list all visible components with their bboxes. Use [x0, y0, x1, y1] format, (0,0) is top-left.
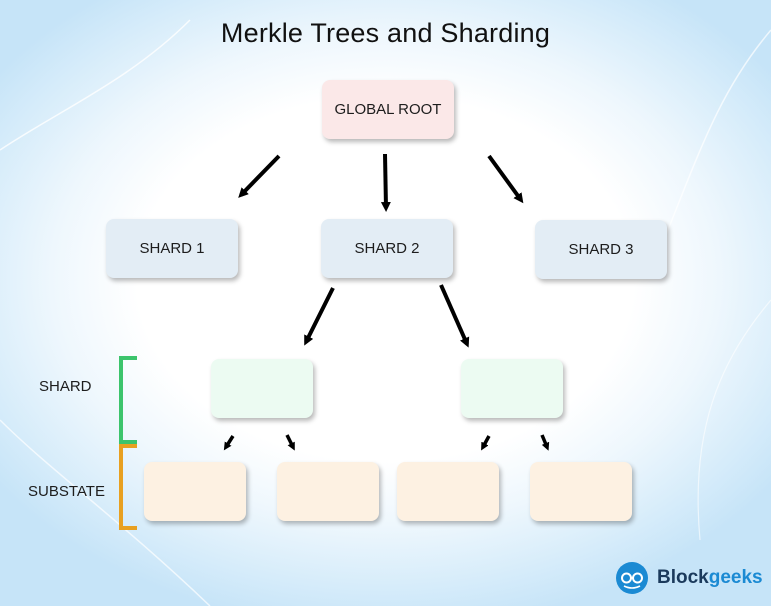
blockgeeks-logo: Blockgeeks — [615, 561, 763, 595]
logo-text-b: geeks — [708, 567, 763, 588]
shard-2-node: SHARD 2 — [321, 219, 453, 278]
arrow-shard2-to-leaf2 — [439, 284, 470, 348]
shard-bracket — [119, 356, 137, 444]
diagram-title: Merkle Trees and Sharding — [220, 18, 551, 48]
shard-2-label: SHARD 2 — [354, 240, 420, 257]
global-root-node: GLOBAL ROOT — [322, 80, 454, 139]
shard-1-node: SHARD 1 — [106, 219, 238, 278]
arrow-leaf2-to-sub4 — [540, 434, 550, 451]
arrow-root-to-shard3 — [487, 154, 524, 204]
shard-level-label: SHARD — [39, 378, 92, 395]
substate-level-label: SUBSTATE — [28, 483, 105, 500]
logo-text-a: Block — [657, 567, 709, 588]
arrow-root-to-shard2 — [380, 153, 391, 212]
shard-leaf-node — [211, 359, 313, 418]
substate-node — [397, 462, 499, 521]
nerd-glasses-icon — [616, 562, 648, 594]
arrow-leaf1-to-sub1 — [223, 435, 235, 451]
arrow-leaf1-to-sub2 — [285, 434, 295, 451]
global-root-label: GLOBAL ROOT — [334, 101, 442, 118]
shard-leaf-node — [461, 359, 563, 418]
substate-node — [144, 462, 246, 521]
substate-node — [277, 462, 379, 521]
shard-1-label: SHARD 1 — [139, 240, 205, 257]
substate-node — [530, 462, 632, 521]
arrow-shard2-to-leaf1 — [304, 287, 335, 346]
logo-wordmark: Blockgeeks — [657, 567, 763, 589]
substate-bracket — [119, 444, 137, 530]
shard-3-label: SHARD 3 — [568, 241, 634, 258]
arrow-leaf2-to-sub3 — [481, 435, 491, 451]
shard-3-node: SHARD 3 — [535, 220, 667, 279]
arrow-root-to-shard1 — [238, 154, 281, 198]
